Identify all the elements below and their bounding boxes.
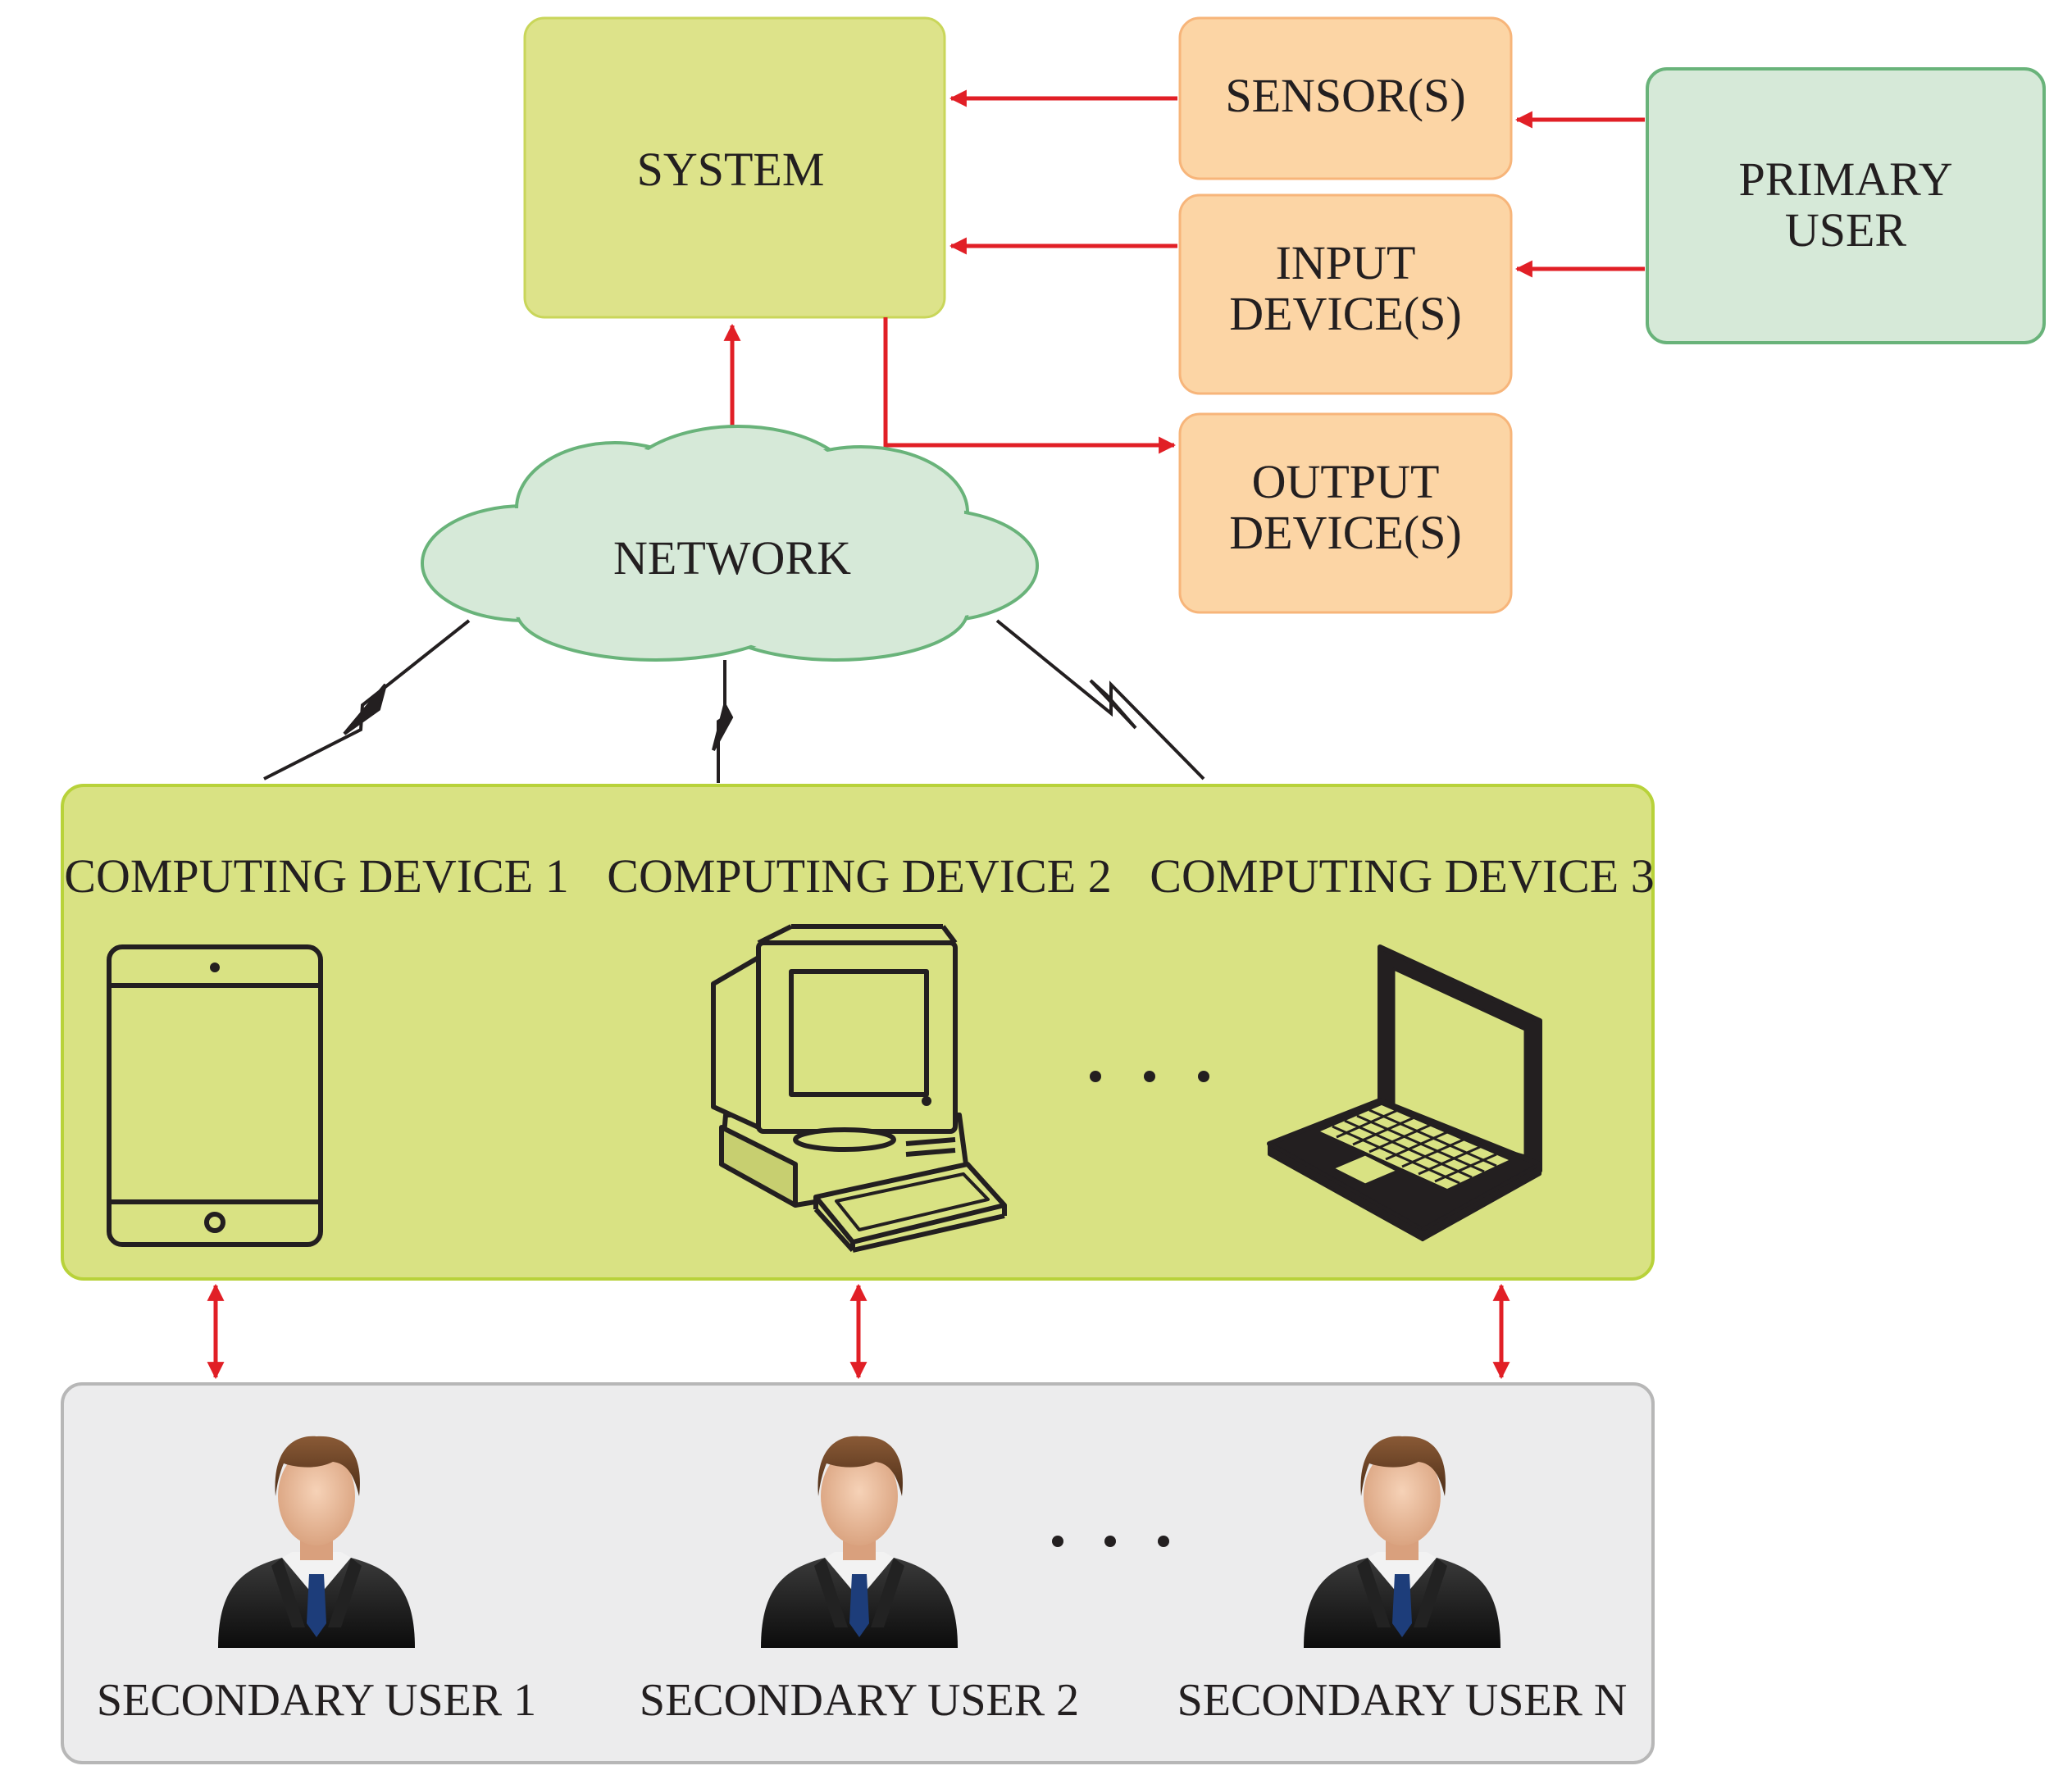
- input-devices-box: [1178, 193, 1513, 395]
- tablet-icon: [107, 944, 323, 1247]
- input-devices-label-line1: INPUT: [1276, 236, 1416, 289]
- output-devices-box: [1178, 412, 1513, 614]
- computing-device-2-label: COMPUTING DEVICE 2: [607, 849, 1111, 903]
- primary-user-label-line2: USER: [1785, 203, 1907, 257]
- arrow-system-to-output: [883, 317, 1177, 454]
- secondary-user-1-label: SECONDARY USER 1: [97, 1675, 536, 1726]
- laptop-icon: [1267, 944, 1542, 1241]
- primary-user-box: [1646, 67, 2046, 344]
- computing-device-3-label: COMPUTING DEVICE 3: [1150, 849, 1654, 903]
- primary-user-label-line1: PRIMARY: [1738, 152, 1952, 206]
- secondary-user-2-label: SECONDARY USER 2: [640, 1675, 1079, 1726]
- system-label: SYSTEM: [637, 143, 825, 196]
- ellipsis-devices: [1090, 1071, 1209, 1082]
- secondary-user-n-label: SECONDARY USER N: [1177, 1675, 1628, 1726]
- input-devices-label-line2: DEVICE(S): [1229, 287, 1462, 340]
- system-box: [523, 16, 946, 319]
- network-label: NETWORK: [613, 531, 851, 585]
- ellipsis-users: [1052, 1536, 1169, 1547]
- sensors-box: [1178, 16, 1513, 180]
- output-devices-label-line2: DEVICE(S): [1229, 506, 1462, 559]
- sensors-label: SENSOR(S): [1225, 69, 1465, 122]
- output-devices-label-line1: OUTPUT: [1252, 455, 1440, 508]
- wireless-link-icon: [263, 619, 1205, 783]
- computing-device-1-label: COMPUTING DEVICE 1: [64, 849, 568, 903]
- desktop-computer-icon: [711, 924, 1007, 1253]
